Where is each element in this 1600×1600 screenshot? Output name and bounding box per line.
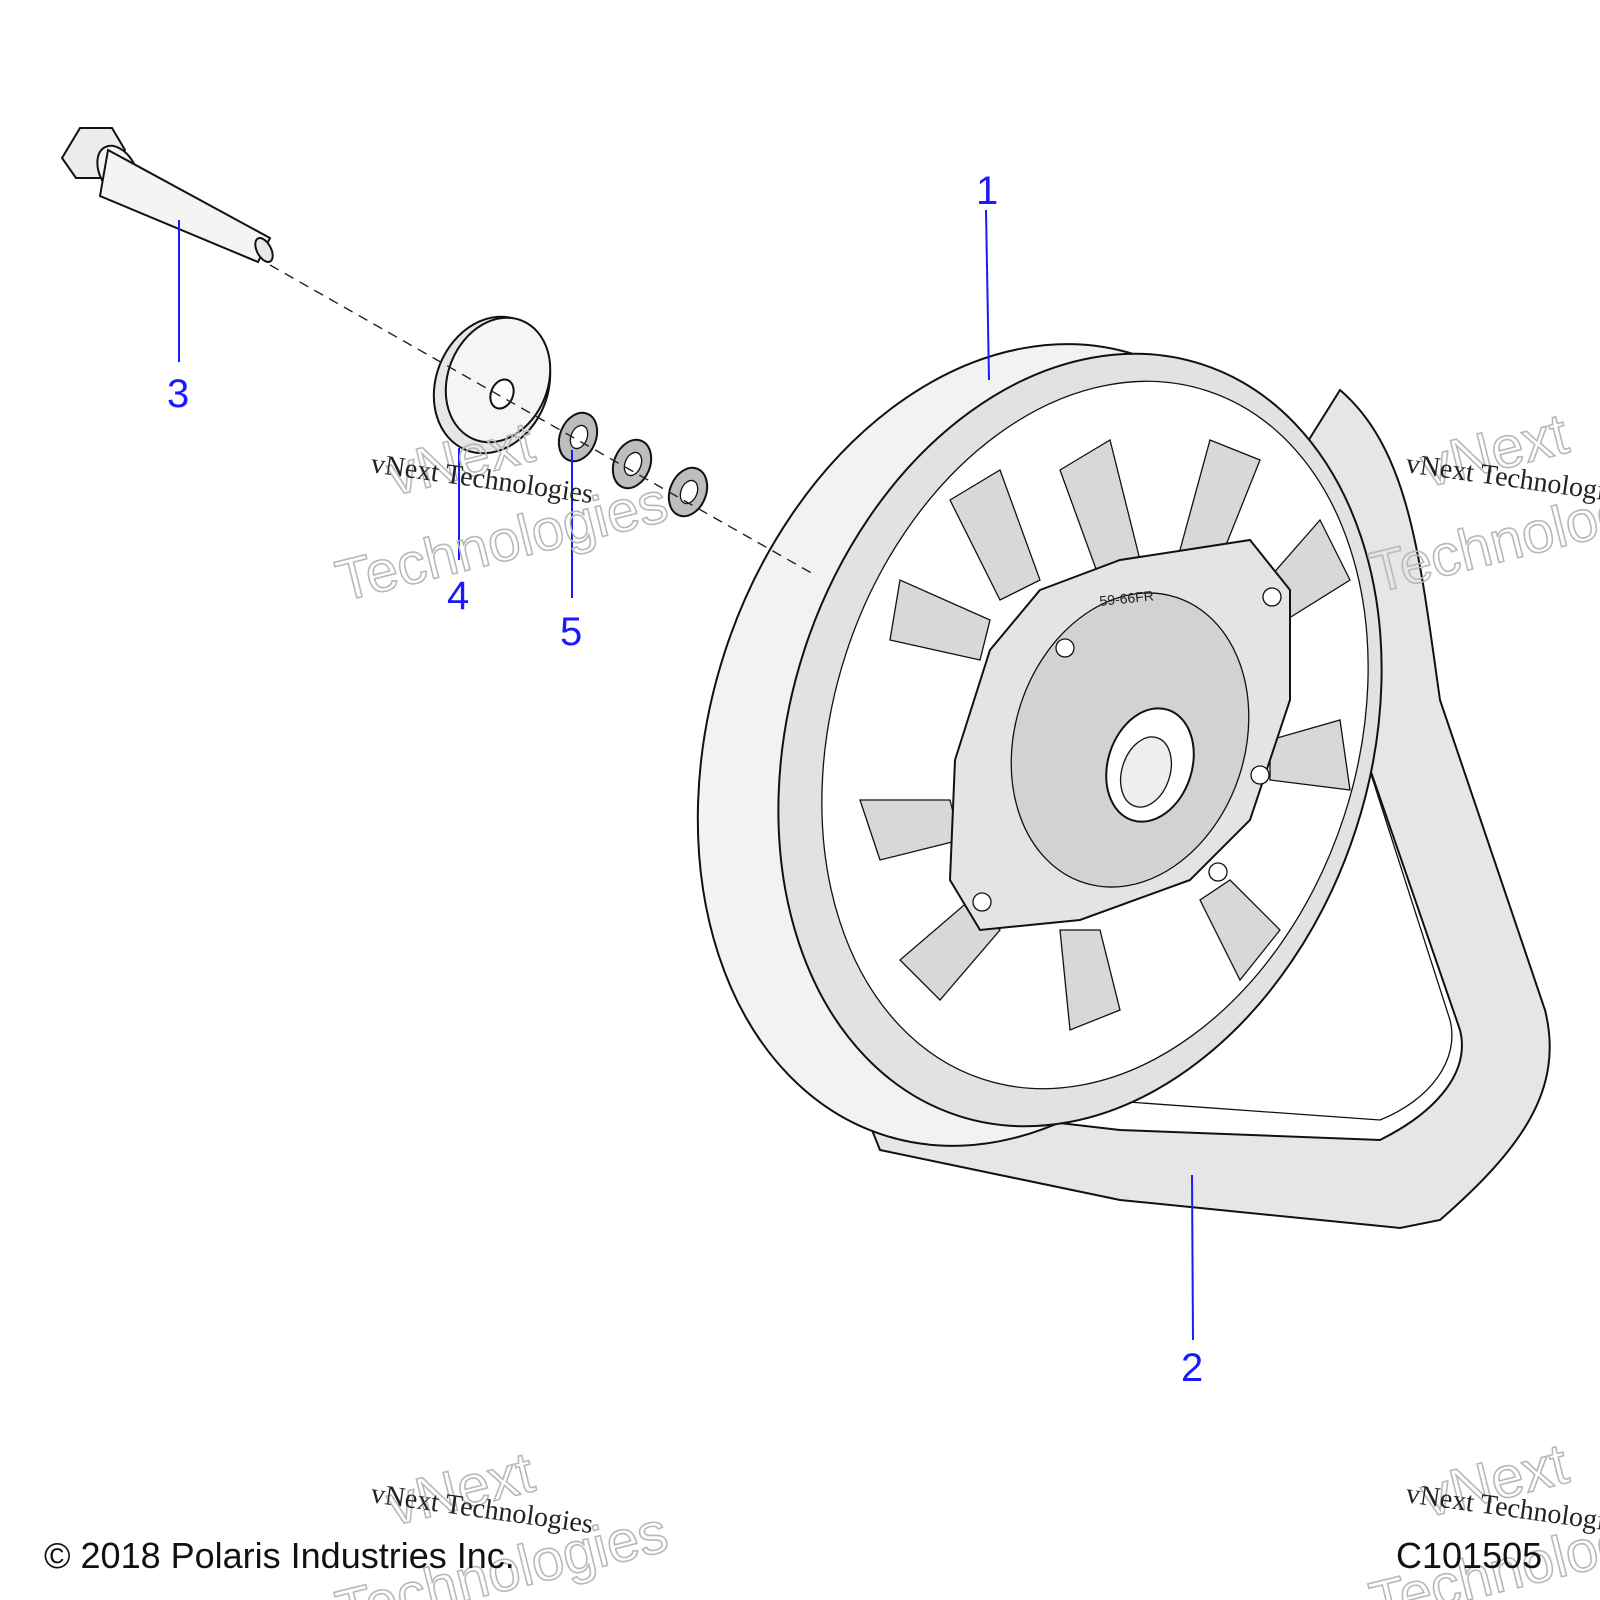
leader-line-1 [985,209,990,381]
figure-code: C101505 [1396,1535,1542,1576]
assembly-centerline [269,264,816,576]
copyright-notice: © 2018 Polaris Industries Inc. [44,1535,515,1576]
hub-bolt-heads [972,587,1282,912]
callout-3: 3 [167,372,189,416]
callout-5: 5 [560,610,582,654]
callout-1: 1 [976,169,998,213]
flange-bolt [60,127,274,264]
drive-wheel: 59-66FR [696,343,1383,1147]
leader-line-2 [1191,1174,1194,1341]
callout-2: 2 [1181,1346,1203,1390]
flat-washer [432,315,552,455]
callout-4: 4 [447,574,469,618]
wheel-size-marking: 59-66FR [1099,587,1155,609]
